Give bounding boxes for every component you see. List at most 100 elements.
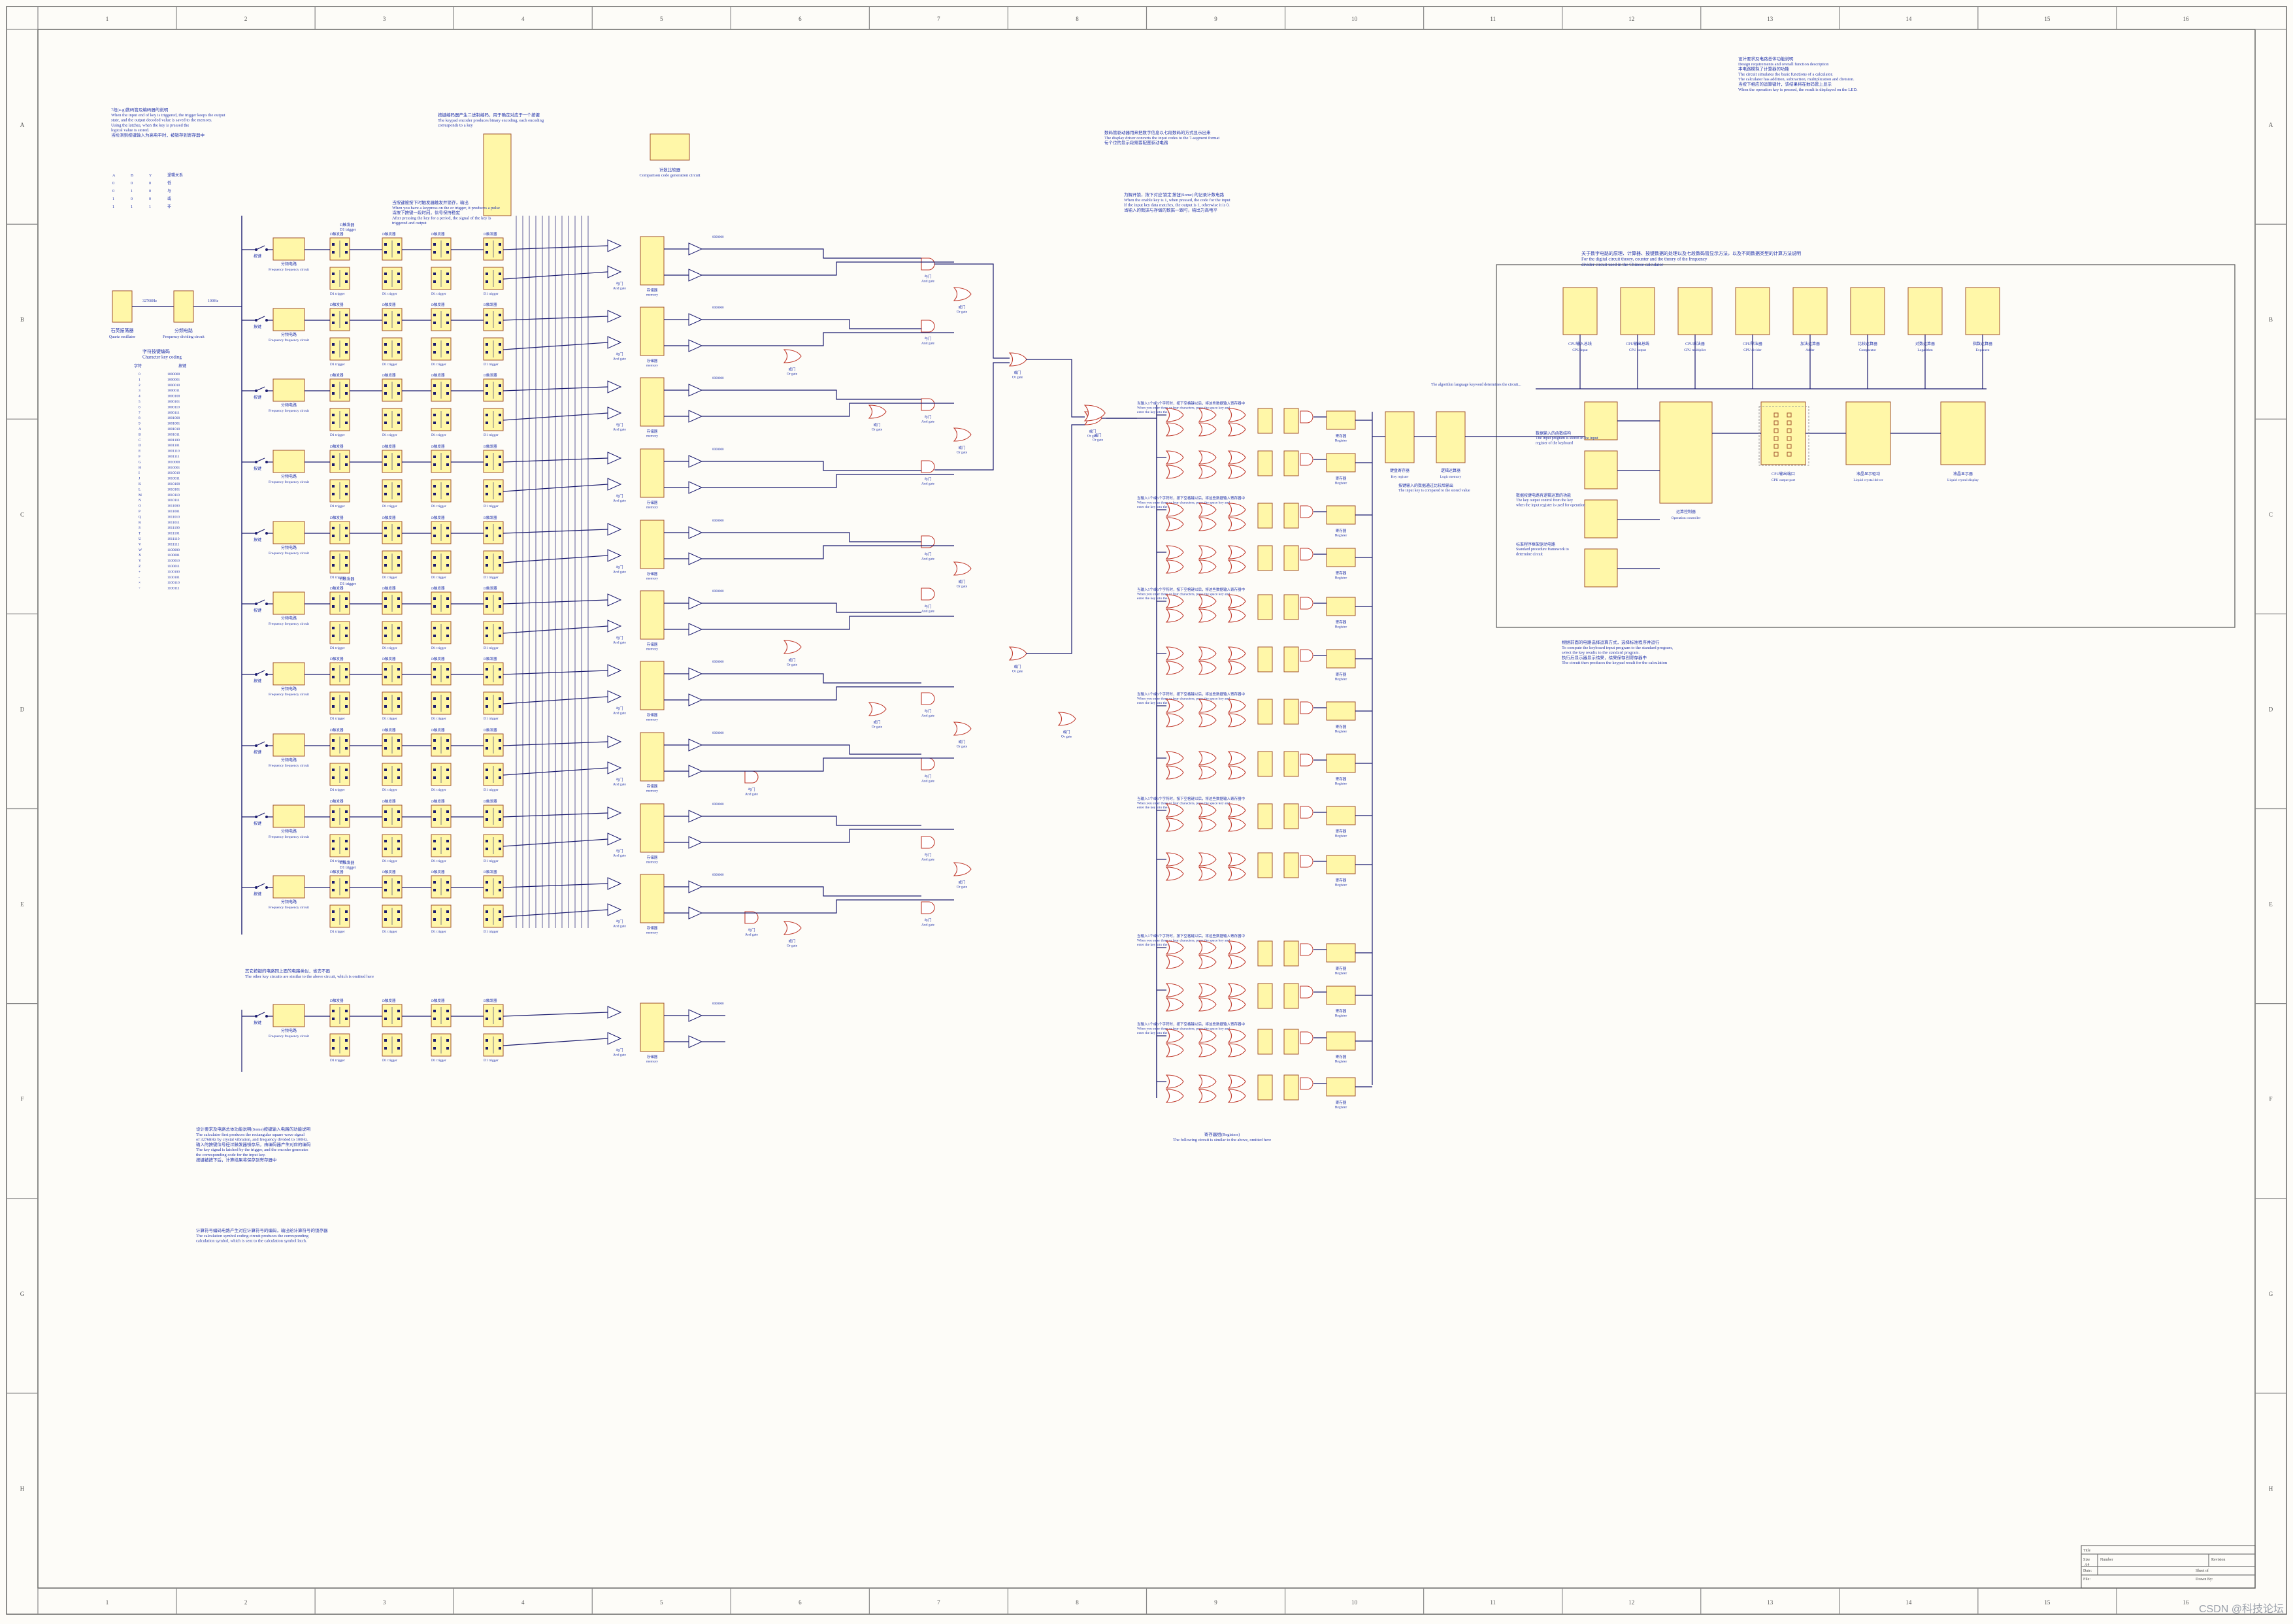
keyboard-register xyxy=(1385,411,1415,463)
buffer-triangle xyxy=(607,380,622,393)
register-box xyxy=(1326,701,1356,721)
pin xyxy=(499,635,501,637)
title-block-drawn: Drawn By: xyxy=(2196,1578,2213,1582)
pin xyxy=(345,840,348,842)
pin xyxy=(486,705,488,708)
sub-block-b xyxy=(1584,450,1618,489)
truth-cell: 非 xyxy=(167,204,171,209)
or-gate xyxy=(1227,559,1246,574)
pin xyxy=(345,668,348,671)
or-gate xyxy=(1198,699,1217,713)
frequency-circuit xyxy=(272,237,305,261)
buffer-triangle xyxy=(607,336,622,349)
keymap-char: M xyxy=(139,493,142,497)
row-label: B xyxy=(2269,316,2273,323)
pin xyxy=(397,273,400,275)
pin xyxy=(397,314,400,316)
pin xyxy=(384,747,387,750)
trigger-label-cn: D触发器 xyxy=(382,444,396,449)
pin xyxy=(499,343,501,346)
trigger-label-cn: D触发器 xyxy=(382,998,396,1003)
keymap-code: 1000001 xyxy=(167,378,180,382)
buffer-triangle xyxy=(688,526,703,539)
latch-box xyxy=(1257,1074,1273,1101)
pin xyxy=(332,676,335,678)
and-gate xyxy=(1300,410,1313,423)
keymap-char: P xyxy=(139,510,140,514)
or-gate xyxy=(1227,699,1246,713)
or-gate xyxy=(1165,940,1184,955)
d-flipflop xyxy=(329,267,350,290)
row-label: F xyxy=(20,1096,24,1102)
keymap-code: 1001111 xyxy=(167,455,180,459)
pin xyxy=(486,776,488,779)
latch-box xyxy=(1283,408,1299,434)
pin xyxy=(332,351,335,354)
register-box xyxy=(1326,1077,1356,1097)
pin xyxy=(446,243,449,246)
or-gate xyxy=(1198,608,1217,623)
d-flipflop xyxy=(483,904,504,928)
key-label: 按键 xyxy=(254,254,261,259)
pin xyxy=(397,527,400,529)
d-flipflop xyxy=(329,479,350,503)
or-gate xyxy=(953,287,972,301)
bus-value: 0000000 xyxy=(712,732,724,735)
truth-cell: 1 xyxy=(112,205,114,209)
column-label: 14 xyxy=(1905,1599,1912,1606)
pin xyxy=(332,251,335,254)
trigger-label-en: D1 trigger xyxy=(431,505,446,508)
pin xyxy=(446,881,449,884)
pin xyxy=(499,597,501,600)
trigger-label-en: D1 trigger xyxy=(431,930,446,934)
pin xyxy=(384,776,387,779)
flow-block-4 xyxy=(1940,401,1986,465)
buffer-triangle xyxy=(688,269,703,282)
keymap-code: 1001110 xyxy=(167,450,180,454)
pin xyxy=(499,556,501,559)
pin xyxy=(433,535,436,537)
pin xyxy=(332,627,335,629)
pin xyxy=(345,463,348,466)
fdc-label-en: Frequency frequency circuit xyxy=(269,621,309,626)
or-gate xyxy=(1227,713,1246,727)
d-flipflop xyxy=(431,834,452,857)
pin xyxy=(446,314,449,316)
or-gate xyxy=(1198,465,1217,479)
key-switch xyxy=(256,812,265,818)
pin xyxy=(499,485,501,488)
keymap-code: 1010011 xyxy=(167,477,180,481)
buffer-triangle xyxy=(607,620,622,633)
bus-value: 0000000 xyxy=(712,377,724,380)
and-gate xyxy=(1300,1077,1313,1090)
pin xyxy=(499,1010,501,1012)
column-label: 10 xyxy=(1351,1599,1358,1606)
pin xyxy=(446,889,449,891)
flow-block-en: Liquid crystal driver xyxy=(1853,478,1883,482)
frequency-circuit xyxy=(272,521,305,544)
and-gate xyxy=(921,398,935,411)
d-flipflop xyxy=(329,691,350,715)
or-gate xyxy=(1227,1043,1246,1057)
pin xyxy=(345,769,348,771)
trigger-label-en: D1 trigger xyxy=(382,363,397,367)
pin xyxy=(499,840,501,842)
pin xyxy=(345,810,348,813)
trigger-label-cn: D触发器 xyxy=(431,998,445,1003)
key-label: 按键 xyxy=(254,678,261,684)
pin xyxy=(397,422,400,424)
divider-label-en: Frequency dividing circuit xyxy=(163,335,205,339)
column-label: 2 xyxy=(244,16,248,22)
and-gate xyxy=(1300,701,1313,714)
d-flipflop xyxy=(382,591,403,615)
